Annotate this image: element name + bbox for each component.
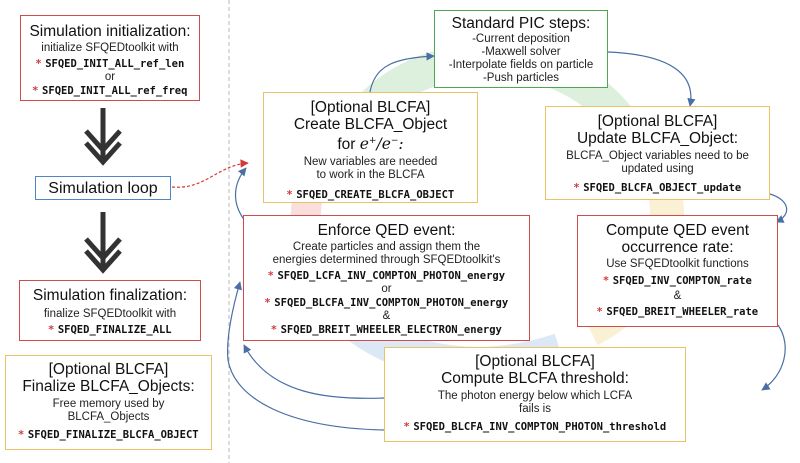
init-title: Simulation initialization:	[29, 23, 191, 40]
threshold-text1: The photon energy below which LCFA	[437, 390, 633, 402]
star-icon: *	[573, 182, 580, 194]
update-text1: BLCFA_Object variables need to be	[566, 150, 749, 162]
star-icon: *	[271, 324, 277, 336]
threshold-code: *SFQED_BLCFA_INV_COMPTON_PHOTON_threshol…	[403, 421, 667, 433]
finalize-code: *SFQED_FINALIZE_ALL	[48, 324, 172, 336]
finalize-blcfa-title1: [Optional BLCFA]	[48, 361, 169, 378]
arrow-update-to-rate	[769, 193, 788, 223]
star-icon: *	[18, 429, 24, 441]
enforce-code-blcfa: *SFQED_BLCFA_INV_COMPTON_PHOTON_energy	[264, 297, 509, 309]
pic-step-current-deposition: -Current deposition	[472, 33, 570, 45]
rate-title2: occurrence rate:	[621, 239, 734, 256]
pic-step-push-particles: -Push particles	[482, 72, 560, 84]
simulation-initialization-box: Simulation initialization: initialize SF…	[20, 15, 200, 101]
create-blcfa-object-box: [Optional BLCFA] Create BLCFA_Object for…	[263, 92, 478, 203]
rate-code-ic: *SFQED_INV_COMPTON_rate	[603, 275, 752, 287]
simulation-loop-box: Simulation loop	[35, 176, 171, 200]
star-icon: *	[48, 324, 54, 336]
threshold-title2: Compute BLCFA threshold:	[441, 370, 629, 387]
star-icon: *	[264, 297, 271, 309]
species-label: e+/e−:	[359, 135, 404, 154]
create-title1: [Optional BLCFA]	[310, 99, 431, 116]
update-title1: [Optional BLCFA]	[597, 113, 718, 130]
create-title2: Create BLCFA_Object	[293, 116, 448, 133]
compute-blcfa-threshold-box: [Optional BLCFA] Compute BLCFA threshold…	[384, 347, 686, 442]
finalize-blcfa-objects-box: [Optional BLCFA] Finalize BLCFA_Objects:…	[5, 355, 212, 450]
finalize-blcfa-text2: BLCFA_Objects	[67, 411, 150, 423]
star-icon: *	[32, 85, 39, 97]
arrow-create-to-pic	[369, 52, 435, 93]
create-title3: for e+/e−:	[337, 135, 404, 154]
finalize-blcfa-code: *SFQED_FINALIZE_BLCFA_OBJECT	[18, 429, 199, 441]
arrow-threshold-to-enforce	[243, 344, 385, 399]
rate-amp: &	[673, 290, 682, 302]
pic-title: Standard PIC steps:	[451, 15, 591, 32]
finalize-blcfa-title2: Finalize BLCFA_Objects:	[22, 378, 195, 395]
star-icon: *	[596, 306, 603, 318]
pic-step-maxwell-solver: -Maxwell solver	[481, 46, 561, 58]
enforce-text2: energies determined through SFQEDtoolkit…	[272, 254, 501, 266]
enforce-code-lcfa: *SFQED_LCFA_INV_COMPTON_PHOTON_energy	[267, 270, 506, 282]
update-title2: Update BLCFA_Object:	[576, 130, 739, 147]
arrow-pic-to-update	[607, 51, 696, 107]
down-arrow-1	[84, 108, 122, 166]
arrow-enforce-to-create	[235, 167, 247, 223]
arrow-enforce-return	[227, 281, 385, 431]
rate-title1: Compute QED event	[605, 222, 749, 239]
enforce-qed-event-box: Enforce QED event: Create particles and …	[243, 215, 530, 341]
enforce-amp: &	[382, 310, 391, 322]
finalize-text: finalize SFQEDtoolkit with	[43, 308, 177, 320]
compute-qed-rate-box: Compute QED event occurrence rate: Use S…	[577, 215, 778, 327]
enforce-code-bw: *SFQED_BREIT_WHEELER_ELECTRON_energy	[271, 324, 502, 336]
loop-title: Simulation loop	[48, 180, 158, 197]
star-icon: *	[286, 189, 293, 202]
enforce-or: or	[381, 283, 392, 295]
create-code: *SFQED_CREATE_BLCFA_OBJECT	[286, 189, 455, 202]
down-arrow-2	[84, 212, 122, 274]
init-code-ref-len: *SFQED_INIT_ALL_ref_len	[35, 58, 185, 70]
finalize-blcfa-text1: Free memory used by	[52, 398, 165, 410]
enforce-text1: Create particles and assign them the	[292, 241, 481, 253]
enforce-title: Enforce QED event:	[317, 222, 456, 239]
init-or: or	[104, 71, 116, 83]
init-text: initialize SFQEDtoolkit with	[41, 42, 179, 54]
threshold-title1: [Optional BLCFA]	[475, 353, 595, 370]
standard-pic-steps-box: Standard PIC steps: -Current deposition …	[434, 10, 608, 88]
create-text1: New variables are needed	[303, 156, 438, 169]
star-icon: *	[35, 58, 42, 70]
rate-code-bw: *SFQED_BREIT_WHEELER_rate	[596, 306, 759, 318]
update-blcfa-object-box: [Optional BLCFA] Update BLCFA_Object: BL…	[545, 106, 770, 200]
threshold-text2: fails is	[519, 403, 551, 415]
finalize-title: Simulation finalization:	[32, 287, 188, 304]
create-text2: to work in the BLCFA	[316, 169, 425, 182]
update-text2: updated using	[621, 163, 694, 175]
rate-text: Use SFQEDtoolkit functions	[606, 258, 749, 270]
init-code-ref-freq: *SFQED_INIT_ALL_ref_freq	[32, 85, 188, 97]
loop-entry-arrow	[171, 159, 249, 188]
arrow-rate-to-threshold	[761, 324, 786, 391]
simulation-finalization-box: Simulation finalization: finalize SFQEDt…	[19, 280, 201, 341]
star-icon: *	[267, 270, 274, 282]
pic-step-interpolate-fields: -Interpolate fields on particle	[448, 59, 594, 71]
star-icon: *	[403, 421, 410, 433]
star-icon: *	[603, 275, 609, 287]
update-code: *SFQED_BLCFA_OBJECT_update	[573, 182, 742, 194]
